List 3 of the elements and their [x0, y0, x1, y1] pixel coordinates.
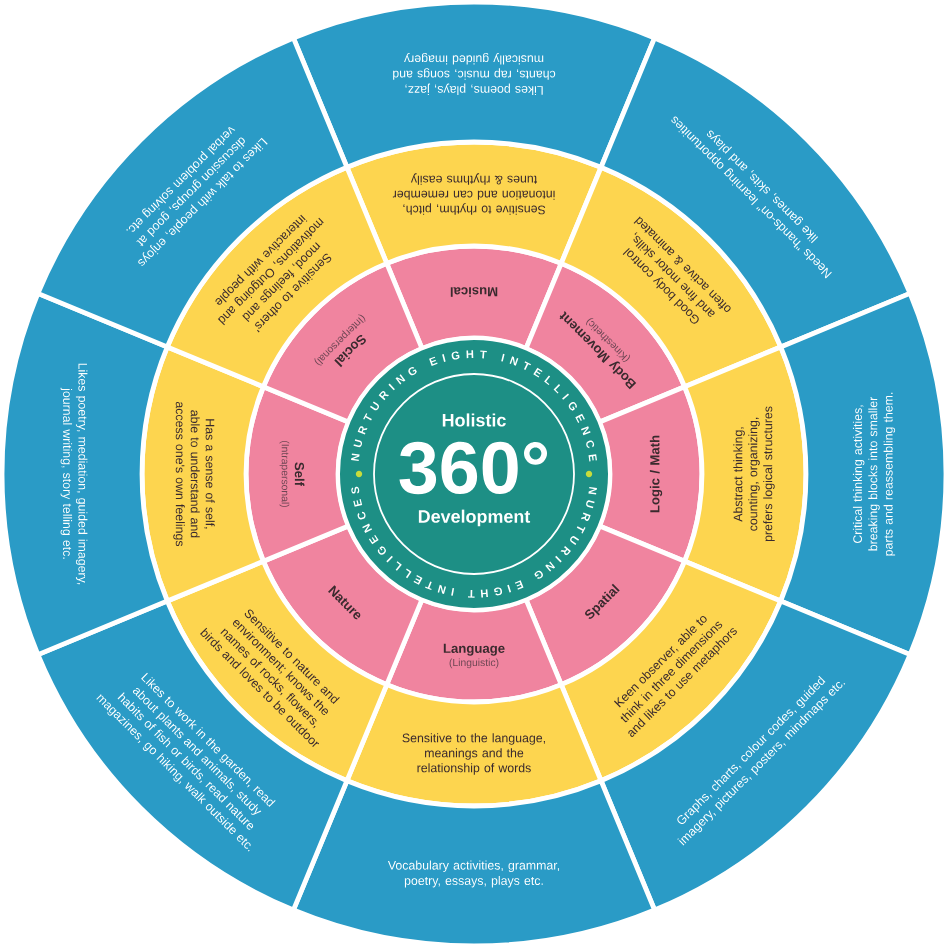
center-text: 360°: [399, 441, 548, 495]
center-text: Holistic: [442, 413, 506, 427]
center-text: Development: [418, 509, 531, 527]
